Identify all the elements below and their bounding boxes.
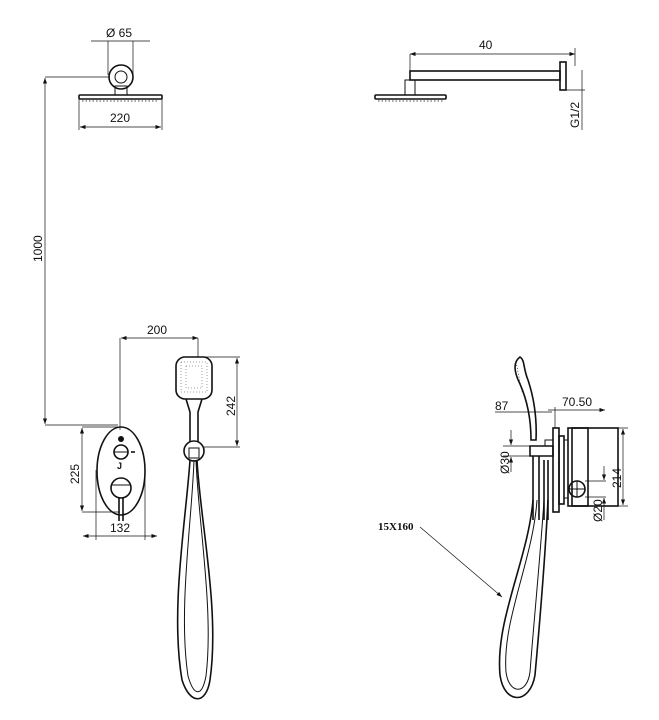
- dim-label-30: Ø30: [498, 451, 512, 474]
- dim-label-87: 87: [495, 399, 509, 413]
- hose-label: 15X160: [378, 521, 414, 533]
- mixer-front: 200 J 225 132 242: [68, 323, 240, 700]
- dim-label-flange: Ø 65: [106, 26, 132, 40]
- overhead-shower-side: 40 G1/2: [374, 38, 585, 130]
- shower-arm: [409, 70, 561, 81]
- wall-plate: [559, 61, 567, 91]
- dim-label-1000: 1000: [31, 235, 45, 262]
- cover-plate-side: [552, 427, 560, 513]
- dim-label-40: 40: [479, 38, 493, 52]
- dim-label-242: 242: [224, 396, 238, 416]
- dim-label-225: 225: [68, 464, 82, 484]
- dim-label-132: 132: [110, 521, 130, 535]
- wall-flange: [108, 64, 134, 90]
- dim-label-thread: G1/2: [568, 102, 582, 128]
- svg-text:J: J: [117, 461, 122, 471]
- dim-label-200: 200: [147, 323, 167, 337]
- hand-shower-side: [514, 356, 537, 441]
- hose-side: [498, 499, 549, 699]
- mixer-side: 87 70.50 Ø30 214 Ø20 15X160: [378, 356, 628, 699]
- overhead-shower-front: Ø 65 220 1000: [31, 26, 163, 426]
- dim-label-20: Ø20: [591, 499, 605, 522]
- shower-head: [78, 94, 163, 100]
- mixer-handle: [110, 477, 132, 499]
- dim-label-70-50: 70.50: [562, 395, 592, 409]
- dim-label-220: 220: [110, 111, 130, 125]
- hose: [176, 459, 214, 700]
- hand-shower-head: [175, 356, 213, 400]
- dim-label-214: 214: [610, 468, 624, 488]
